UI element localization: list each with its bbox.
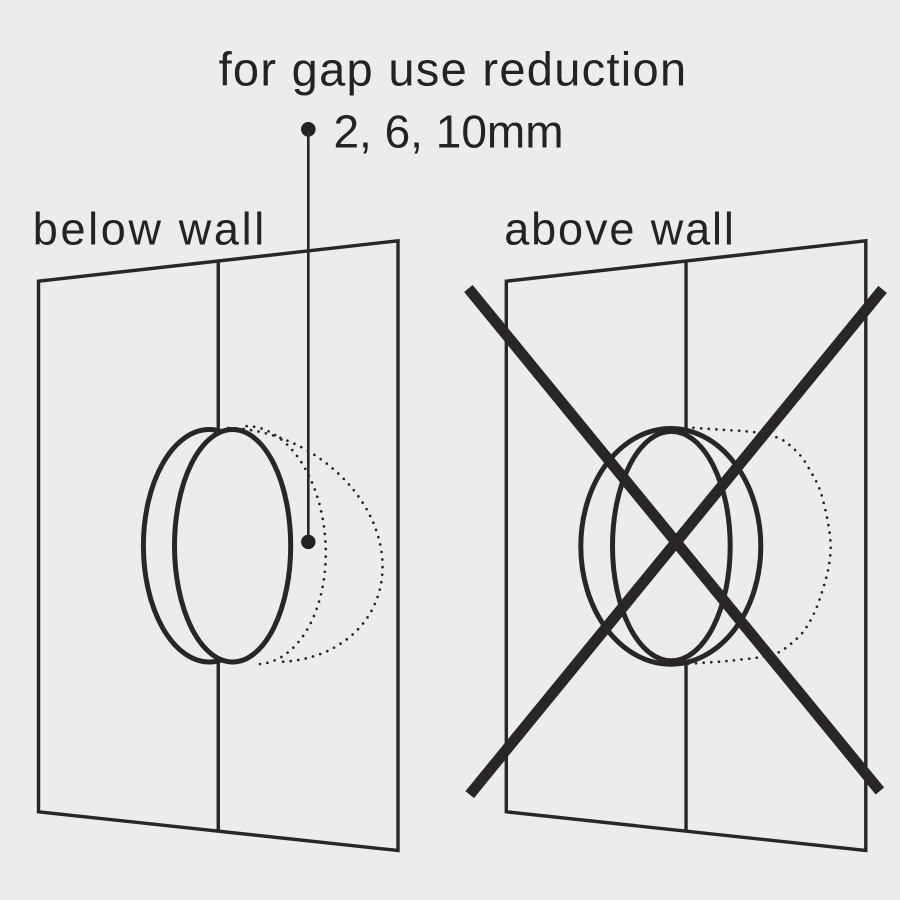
svg-text:above wall: above wall: [504, 204, 736, 255]
svg-text:below wall: below wall: [33, 204, 267, 255]
svg-text:2, 6, 10mm: 2, 6, 10mm: [333, 105, 563, 157]
svg-text:for gap use reduction: for gap use reduction: [219, 43, 688, 96]
